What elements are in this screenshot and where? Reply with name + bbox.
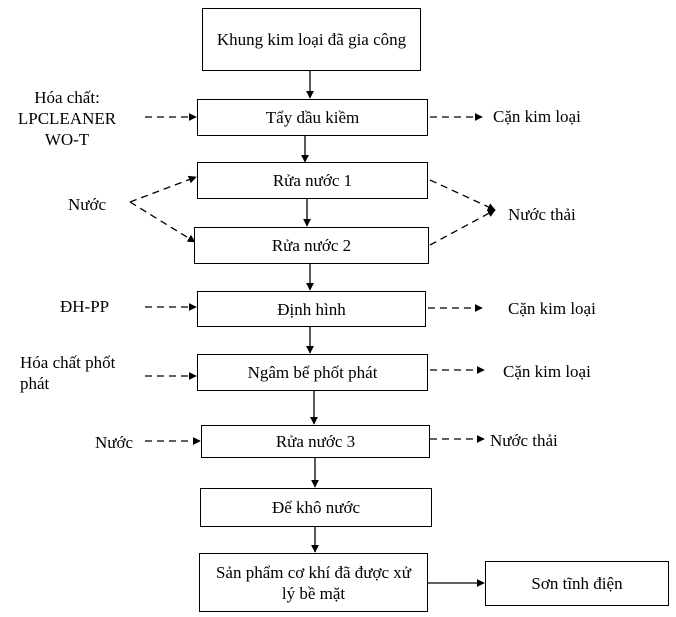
input-phosphate-chemical: Hóa chất phốt phát <box>20 353 116 393</box>
input-shaping-agent: ĐH-PP <box>60 297 110 316</box>
step-degrease: Tẩy dầu kiềm <box>197 99 428 136</box>
input-arrow-rinse1 <box>129 175 197 203</box>
step-rinse-1-label: Rửa nước 1 <box>272 171 353 190</box>
step-powder-coating-label: Sơn tĩnh điện <box>531 574 623 593</box>
input-arrow-rinse2 <box>129 201 196 243</box>
step-rinse-3: Rửa nước 3 <box>201 425 430 458</box>
step-rinse-2-label: Rửa nước 2 <box>271 236 352 255</box>
step-shaping-label: Định hình <box>277 299 346 319</box>
step-drying-label: Để khô nước <box>271 498 361 517</box>
step-rinse-3-label: Rửa nước 3 <box>275 432 356 451</box>
step-degrease-label: Tẩy dầu kiềm <box>265 108 360 127</box>
step-phosphate-bath-label: Ngâm bể phốt phát <box>247 363 378 382</box>
output-rinse3-wastewater: Nước thải <box>490 431 558 450</box>
input-degrease-chemical: Hóa chất: LPCLEANER WO-T <box>17 88 117 149</box>
input-rinse3-water: Nước <box>95 433 134 452</box>
output-arrow-rinse2 <box>429 209 496 246</box>
input-rinse-water: Nước <box>68 195 107 214</box>
step-finished-product: Sản phẩm cơ khí đã được xử lý bề mặt <box>199 553 428 612</box>
step-phosphate-bath: Ngâm bể phốt phát <box>197 354 428 391</box>
output-rinse-wastewater: Nước thải <box>508 205 576 224</box>
step-shaping: Định hình <box>197 291 426 327</box>
step-powder-coating: Sơn tĩnh điện <box>485 561 669 606</box>
step-finished-product-label: Sản phẩm cơ khí đã được xử lý bề mặt <box>215 562 412 603</box>
output-degrease-residue: Cặn kim loại <box>493 107 581 126</box>
step-rinse-2: Rửa nước 2 <box>194 227 429 264</box>
step-frame: Khung kim loại đã gia công <box>202 8 421 71</box>
step-drying: Để khô nước <box>200 488 432 527</box>
output-phosphate-residue: Cặn kim loại <box>503 362 591 381</box>
step-rinse-1: Rửa nước 1 <box>197 162 428 199</box>
step-frame-label: Khung kim loại đã gia công <box>216 30 407 49</box>
output-shaping-residue: Cặn kim loại <box>508 299 596 318</box>
output-arrow-rinse1 <box>429 179 496 211</box>
